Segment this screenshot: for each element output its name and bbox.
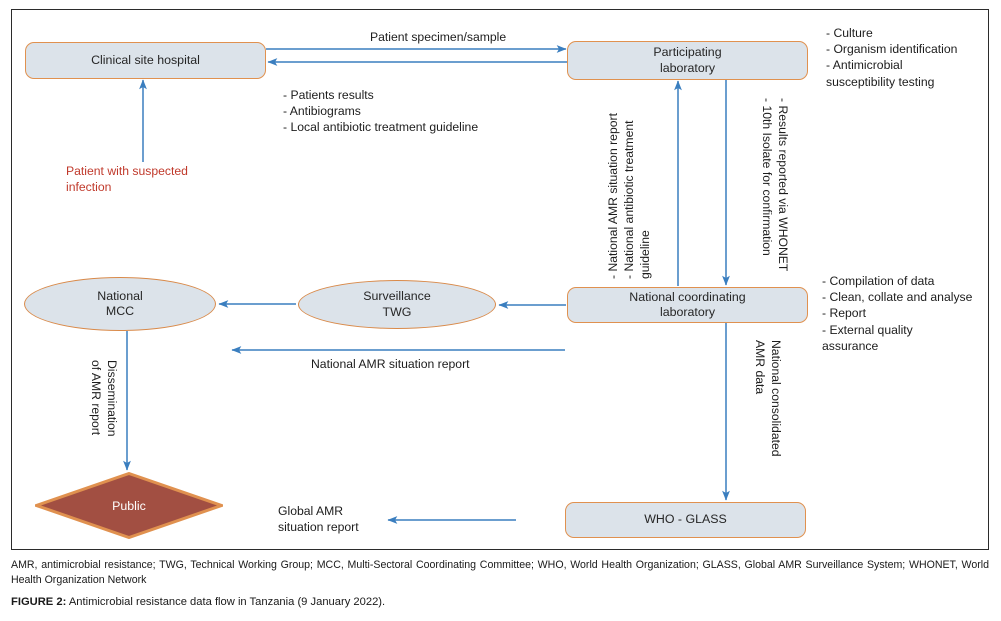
- label-ncl-to-lab-up: - National AMR situation report - Nation…: [606, 113, 652, 279]
- diagram-frame: [11, 9, 989, 550]
- label-dissemination-of-amr-report: Dissemination of AMR report: [89, 360, 119, 437]
- label-hospital-feedback: - Patients results - Antibiograms - Loca…: [283, 88, 479, 135]
- node-label-wrap: Public: [35, 472, 223, 539]
- node-who-glass[interactable]: WHO - GLASS: [565, 502, 806, 538]
- label-lab-to-ncl-down: - Results reported via WHONET - 10th Iso…: [760, 98, 790, 272]
- caption-text: Antimicrobial resistance data flow in Ta…: [66, 596, 386, 608]
- figure-footnote: AMR, antimicrobial resistance; TWG, Tech…: [11, 559, 989, 587]
- label-national-consolidated-amr-data: National consolidated AMR data: [753, 340, 783, 457]
- node-label: Surveillance TWG: [363, 289, 431, 319]
- figure-caption: FIGURE 2: Antimicrobial resistance data …: [11, 595, 989, 610]
- node-clinical-site-hospital[interactable]: Clinical site hospital: [25, 42, 266, 79]
- node-label: Public: [112, 498, 146, 513]
- label-lab-activities: - Culture - Organism identification - An…: [826, 26, 958, 89]
- label-ncl-activities: - Compilation of data - Clean, collate a…: [822, 274, 973, 353]
- node-participating-laboratory[interactable]: Participating laboratory: [567, 41, 808, 80]
- node-label: National coordinating laboratory: [629, 289, 746, 320]
- node-surveillance-twg[interactable]: Surveillance TWG: [298, 280, 496, 329]
- label-national-amr-situation-report: National AMR situation report: [311, 357, 470, 371]
- node-national-coordinating-laboratory[interactable]: National coordinating laboratory: [567, 287, 808, 323]
- node-label: Clinical site hospital: [91, 52, 200, 67]
- node-national-mcc[interactable]: National MCC: [24, 277, 216, 331]
- caption-prefix: FIGURE 2:: [11, 596, 67, 608]
- label-patient-specimen: Patient specimen/sample: [370, 30, 507, 44]
- node-label: WHO - GLASS: [644, 512, 727, 527]
- label-global-amr-situation-report: Global AMR situation report: [278, 504, 359, 535]
- diamond-shape: [35, 472, 223, 539]
- label-patient-suspected-infection: Patient with suspected infection: [66, 164, 188, 195]
- node-public[interactable]: Public: [35, 472, 223, 539]
- node-label: Participating laboratory: [653, 45, 722, 75]
- node-label: National MCC: [97, 288, 143, 319]
